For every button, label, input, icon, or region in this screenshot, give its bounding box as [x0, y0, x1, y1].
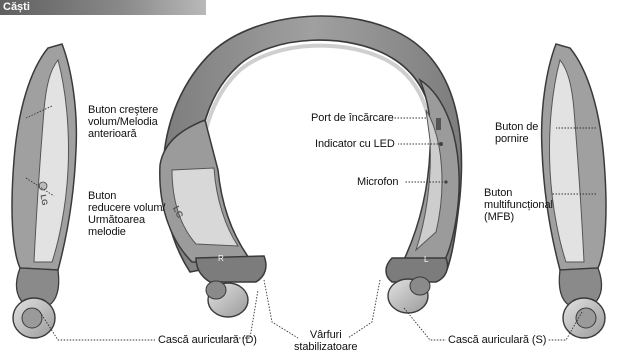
label-charging-port: Port de încărcare: [311, 112, 394, 124]
neckband-center: [160, 16, 462, 317]
band-mark-right: R: [218, 253, 224, 265]
label-earbud-right: Cască auriculară (D): [158, 334, 257, 346]
label-stabilizer-tips: Vârfuri stabilizatoare: [294, 329, 357, 353]
label-led-indicator: Indicator cu LED: [315, 138, 395, 150]
label-volume-down-next: Buton reducere volum/ Următoarea melodie: [88, 190, 165, 238]
label-mfb: Buton multifuncțional (MFB): [484, 187, 553, 223]
label-microphone: Microfon: [357, 176, 398, 188]
side-view-right-earpiece: [12, 44, 76, 338]
label-volume-up-prev: Buton creştere volum/Melodia anterioară: [88, 104, 158, 140]
label-earbud-left: Cască auriculară (S): [448, 334, 546, 346]
label-power-button: Buton de pornire: [495, 121, 538, 145]
lg-logo-text-side: LG: [37, 194, 51, 207]
band-mark-left: L: [424, 254, 428, 266]
charging-port-mark: [436, 118, 441, 130]
